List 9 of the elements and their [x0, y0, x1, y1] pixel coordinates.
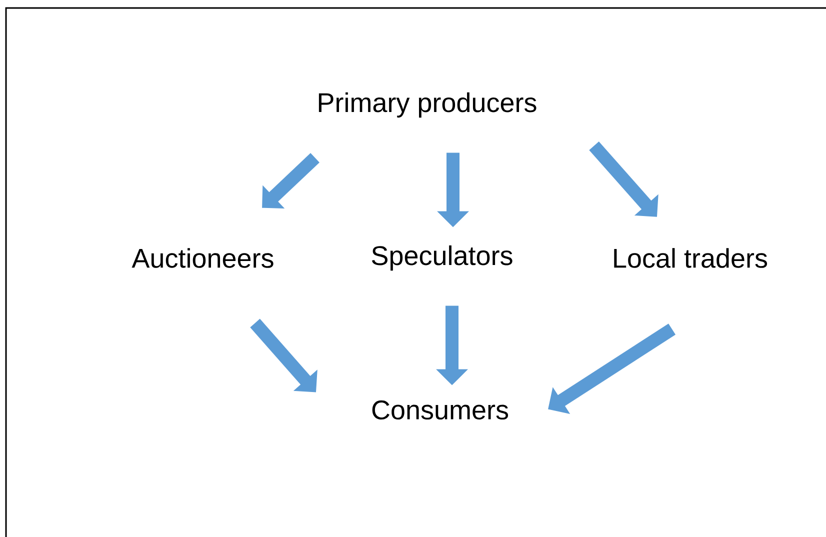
block-arrow	[262, 153, 320, 209]
node-label: Consumers	[372, 400, 508, 420]
node-label: Auctioneers	[132, 248, 274, 268]
block-arrow	[548, 324, 676, 414]
node-label: Primary producers	[318, 92, 536, 118]
node-label: Local traders	[614, 248, 768, 268]
node-label: Speculators	[372, 245, 512, 271]
block-arrow	[589, 141, 658, 217]
block-arrow	[250, 318, 318, 392]
